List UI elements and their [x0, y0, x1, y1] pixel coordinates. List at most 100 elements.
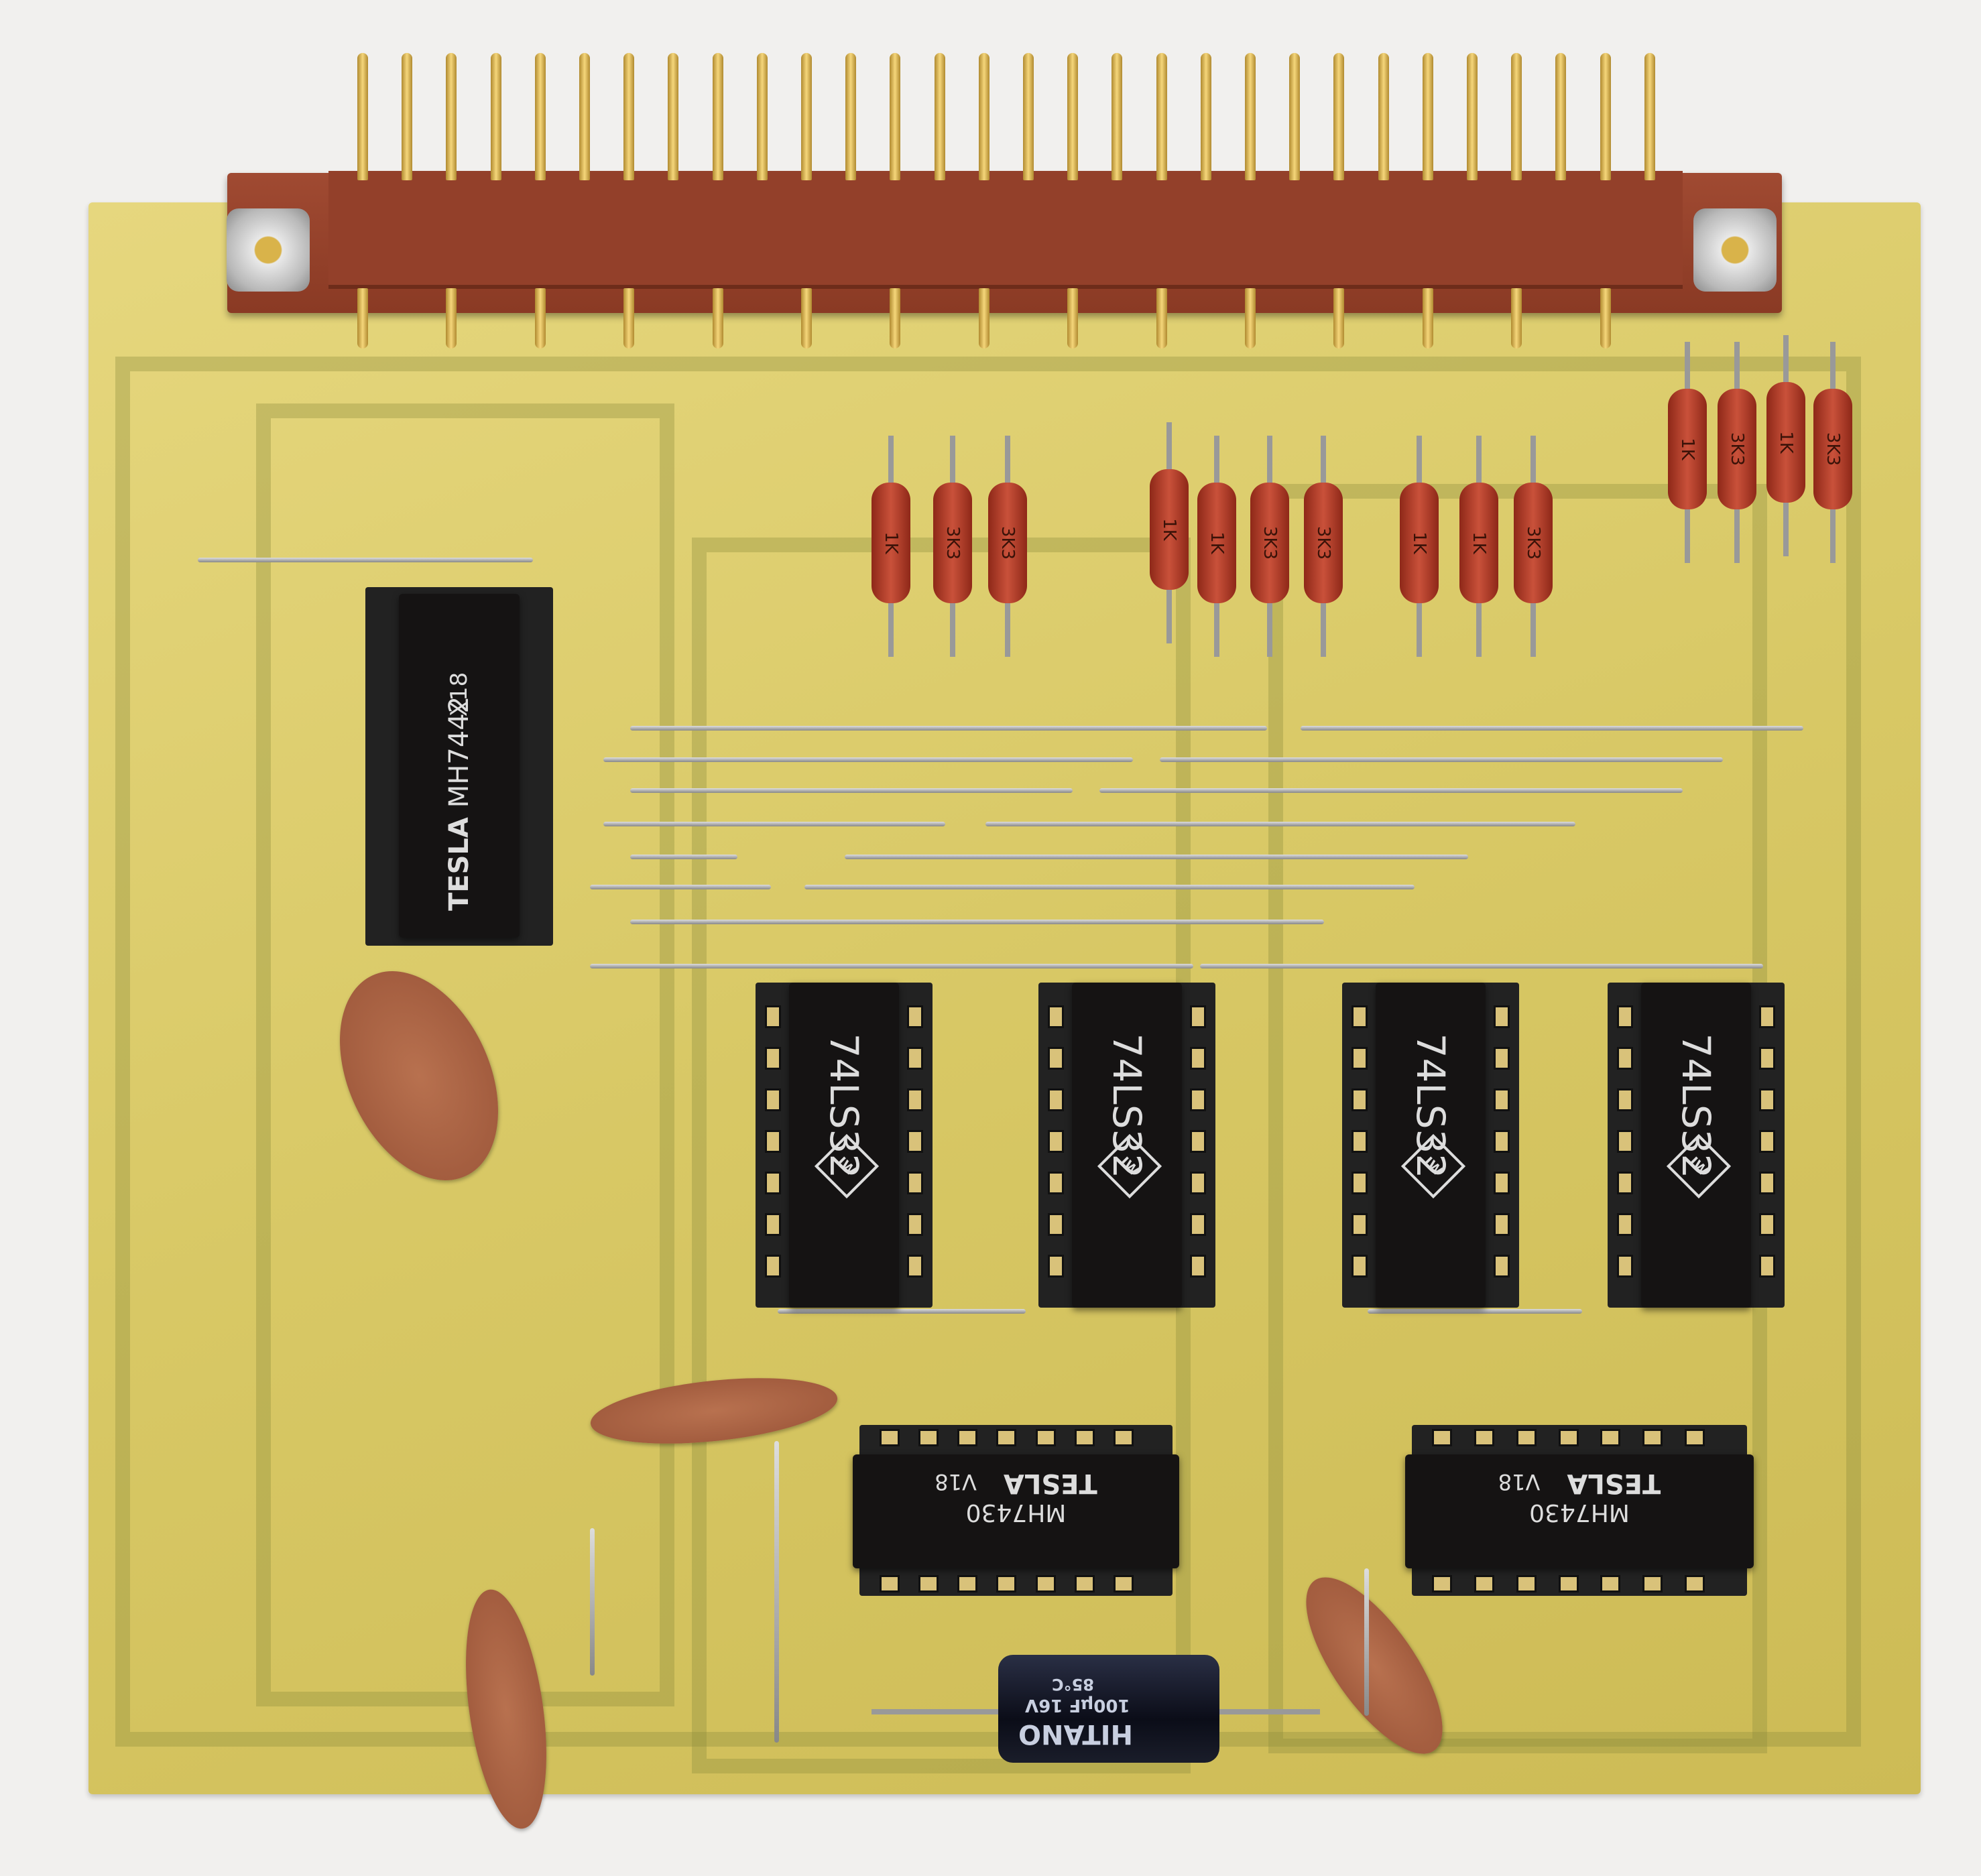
connector-pin [1289, 53, 1301, 180]
ic-pin [765, 1213, 781, 1236]
ic-pin [1074, 1429, 1095, 1446]
ic-pin [907, 1047, 923, 1070]
ic-pin [1352, 1088, 1368, 1111]
ic-pin [1759, 1047, 1775, 1070]
ic-pin [1113, 1429, 1134, 1446]
ic-pin [1617, 1130, 1633, 1153]
chip-part: MH7430 [965, 1499, 1067, 1526]
ic-pin [1432, 1429, 1452, 1446]
ic-pin [1558, 1429, 1579, 1446]
capacitor-brand: HITANO [1018, 1718, 1133, 1749]
ic-pin [1048, 1130, 1064, 1153]
ic-pin [1759, 1172, 1775, 1194]
resistor: 3K3 [1813, 389, 1852, 509]
jumper-wire [918, 964, 1193, 968]
resistor: 1K [1400, 483, 1439, 603]
ic-pin [1617, 1088, 1633, 1111]
ic-pin [880, 1429, 900, 1446]
connector-pin [712, 53, 723, 180]
ic-pin [1048, 1172, 1064, 1194]
jumper-wire [1160, 757, 1723, 762]
chip-code: X18 [446, 672, 473, 717]
connector-pin [1422, 53, 1433, 180]
ic-pin [918, 1429, 939, 1446]
ic-pin [1494, 1130, 1510, 1153]
resistor-value: 3K3 [1313, 525, 1333, 560]
resistor-value: 3K3 [1260, 525, 1280, 560]
connector-pin [756, 53, 768, 180]
ic-pin [1190, 1005, 1206, 1028]
resistor: 1K [1668, 389, 1707, 509]
ic-pin [1474, 1575, 1494, 1592]
connector-pin [668, 53, 679, 180]
ic-pin [1352, 1172, 1368, 1194]
ic-pin [765, 1005, 781, 1028]
ic-pin [1035, 1575, 1056, 1592]
ic-pin [1190, 1088, 1206, 1111]
resistor: 1K [1150, 469, 1189, 590]
ic-pin [765, 1172, 781, 1194]
connector-pin [446, 53, 457, 180]
connector-pin [402, 53, 413, 180]
resistor-value: 1K [1776, 431, 1796, 454]
ic-pin [765, 1047, 781, 1070]
connector-pin-lower [357, 288, 368, 349]
connector-pin [1511, 53, 1522, 180]
ic-pin [1432, 1575, 1452, 1592]
jumper-wire [1099, 788, 1683, 793]
jumper-wire [1364, 1568, 1369, 1716]
ic-pin [880, 1575, 900, 1592]
ic-pin [1113, 1575, 1134, 1592]
ic-pin [1035, 1429, 1056, 1446]
resistor-value: 3K3 [1727, 432, 1747, 466]
ic-pin [1558, 1575, 1579, 1592]
chip-brand: TESLA [444, 817, 475, 911]
jumper-wire [590, 1528, 595, 1676]
chip-code: V18 [935, 1469, 977, 1495]
connector-pin [1467, 53, 1478, 180]
jumper-wire [630, 920, 1324, 924]
resistor: 3K3 [1250, 483, 1289, 603]
connector-pin [534, 53, 546, 180]
ic-pin [1516, 1429, 1537, 1446]
resistor: 3K3 [933, 483, 972, 603]
ic-pin [1494, 1255, 1510, 1277]
chip-mh7442: TESLA MH7442 X18 [399, 594, 520, 938]
ic-pin [765, 1130, 781, 1153]
ic-pin [1190, 1172, 1206, 1194]
connector-pin-lower [978, 288, 989, 349]
resistor: 1K [1459, 483, 1498, 603]
connector-pin-lower [1333, 288, 1345, 349]
ic-pin [1617, 1047, 1633, 1070]
ic-pin [1190, 1130, 1206, 1153]
ic-pin [1494, 1088, 1510, 1111]
resistor: 3K3 [1718, 389, 1756, 509]
ic-pin [1048, 1047, 1064, 1070]
ic-pin [765, 1255, 781, 1277]
chip-brand-line: TESLAV18 [1405, 1468, 1754, 1499]
chip-part: MH7430 [1529, 1499, 1630, 1526]
jumper-wire [630, 726, 1267, 731]
capacitor-rating: 100µF 16V [1025, 1695, 1130, 1715]
connector-pin [490, 53, 501, 180]
ic-pin [1048, 1005, 1064, 1028]
jumper-wire [1368, 1309, 1582, 1314]
capacitor-lead [872, 1709, 999, 1714]
ic-pin [957, 1575, 978, 1592]
ic-pin [1516, 1575, 1537, 1592]
connector-pin-lower [1511, 288, 1522, 349]
connector-pin [1112, 53, 1123, 180]
ic-pin [1074, 1575, 1095, 1592]
connector-pin [1555, 53, 1567, 180]
connector-pin [1156, 53, 1167, 180]
hex-nut-icon [1693, 208, 1777, 292]
connector-pin-lower [446, 288, 457, 349]
ic-pin [1617, 1255, 1633, 1277]
ic-pin [1352, 1130, 1368, 1153]
ic-pin [1759, 1255, 1775, 1277]
